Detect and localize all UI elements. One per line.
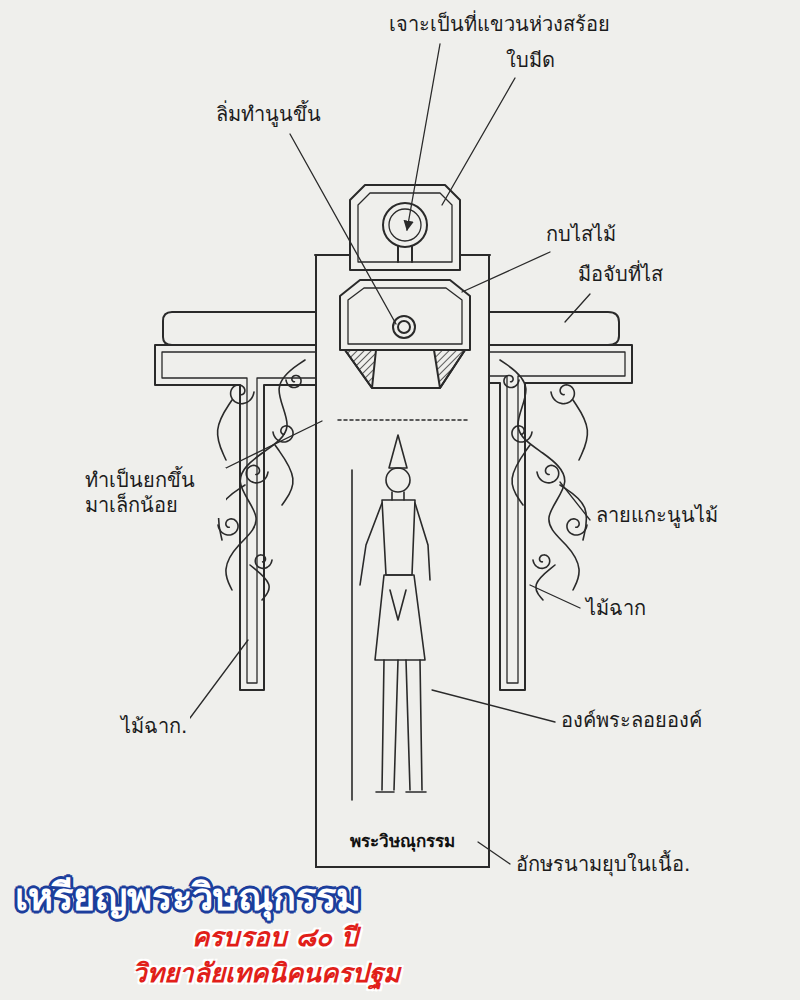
figure	[352, 435, 430, 800]
hatch	[345, 350, 376, 388]
sash	[390, 590, 406, 620]
scroll-leaf	[250, 565, 269, 600]
scroll-curl	[286, 375, 301, 387]
leader-line	[432, 690, 555, 722]
scroll-curl	[273, 426, 293, 442]
arms	[360, 503, 430, 585]
callout-note: มือจับที่ไส	[575, 262, 666, 287]
legs	[382, 660, 422, 790]
scroll-curl	[246, 465, 268, 482]
hatch	[434, 350, 465, 388]
plane-handle	[490, 312, 619, 345]
scroll-leaf	[560, 485, 586, 540]
blade-stem	[398, 246, 412, 262]
crown	[389, 435, 407, 468]
scroll-curl	[533, 555, 550, 568]
scroll-leaf	[275, 445, 293, 505]
torso	[382, 500, 415, 575]
callout-note: ลิ่มทำนูนขึ้น	[213, 102, 324, 127]
scroll-leaf	[512, 445, 530, 505]
leaders	[190, 44, 590, 864]
leader-line	[530, 585, 580, 608]
scroll-leaf	[536, 565, 555, 600]
name-lettering: พระวิษณุกรรม	[317, 827, 488, 854]
leader-line	[290, 134, 396, 324]
scroll-stem	[226, 360, 305, 590]
leader-line	[462, 252, 550, 292]
neck	[392, 492, 404, 500]
title: เหรียญพระวิษณุกรรม	[15, 866, 361, 927]
callout-note: กบไสไม้	[543, 222, 619, 247]
subtitle: ครบรอบ ๘๐ ปี	[192, 916, 358, 957]
carved-scrolls	[218, 360, 588, 600]
scroll-curl	[512, 426, 532, 442]
scroll-leaf	[218, 400, 232, 460]
callout-note: อักษรนามยุบในเนื้อ.	[513, 852, 693, 877]
feet	[376, 791, 426, 793]
staff	[351, 470, 353, 800]
leader-line	[565, 294, 590, 322]
scroll-curl	[551, 385, 574, 404]
medal-bar: พระวิษณุกรรม	[315, 255, 490, 868]
callout-note: ใบมีด	[503, 48, 558, 73]
callout-note: องค์พระลอยองค์	[558, 708, 705, 733]
leader-line	[478, 842, 510, 864]
plane-sole	[345, 350, 465, 388]
callout-note: ไม้ฉาก.	[118, 714, 190, 739]
hanging-hole	[389, 209, 421, 241]
scroll-curl	[255, 555, 272, 568]
leader-line	[407, 44, 440, 230]
leader-line	[442, 78, 515, 205]
hanging-hole	[383, 203, 427, 247]
plane-body	[340, 280, 470, 350]
head	[386, 468, 410, 492]
scroll-stem	[500, 360, 579, 590]
plane-body-inner	[348, 288, 462, 344]
callout-note: ลายแกะนูนไม้	[593, 503, 721, 528]
subtitle: วิทยาลัยเทคนิคนครปฐม	[132, 952, 400, 993]
wedge	[393, 316, 415, 338]
blade-cap	[350, 185, 460, 270]
scroll-curl	[537, 465, 559, 482]
leader-line	[190, 640, 248, 718]
scroll-curl	[504, 375, 519, 387]
blade-cap-inner	[358, 193, 452, 262]
callout-note: ทำเป็นยกขึ้น มาเล็กน้อย	[82, 468, 226, 518]
scroll-curl	[231, 385, 254, 404]
raised-edge	[338, 419, 470, 421]
garment	[375, 575, 425, 660]
plane-handle	[163, 312, 315, 345]
scroll-leaf	[573, 400, 587, 460]
wedge	[398, 321, 410, 333]
callout-note: ไม้ฉาก	[583, 596, 649, 621]
callout-note: เจาะเป็นที่แขวนห่วงสร้อย	[386, 12, 613, 37]
